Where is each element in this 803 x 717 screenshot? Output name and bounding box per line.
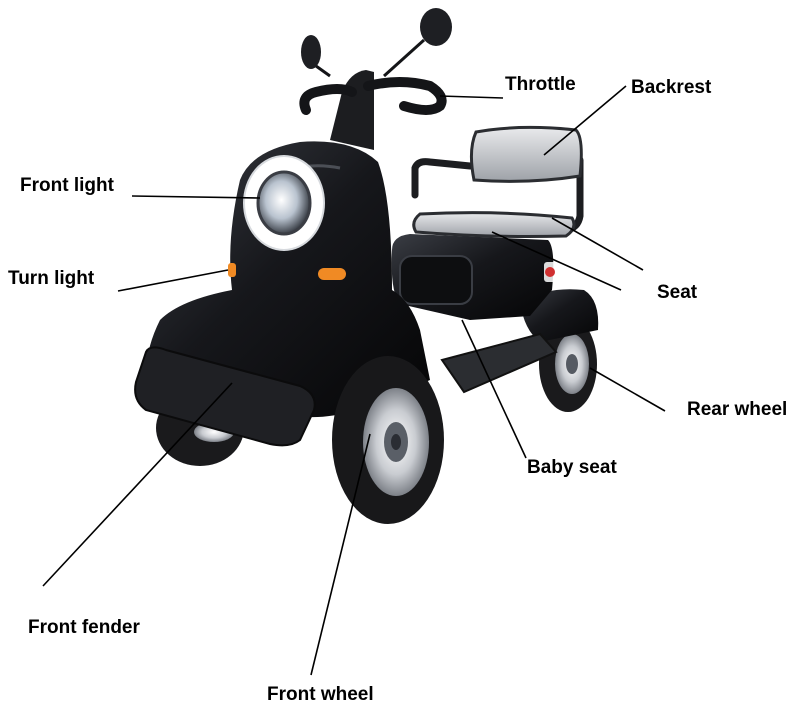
leader-line-baby-seat <box>461 319 527 459</box>
steering-column-part <box>330 70 374 150</box>
front-body-part <box>146 141 430 418</box>
handlebar-part <box>299 8 452 115</box>
label-throttle: Throttle <box>505 74 576 95</box>
leader-lines <box>42 85 666 676</box>
front-wheel-right-part <box>332 356 444 524</box>
leader-line-front-wheel <box>310 433 371 676</box>
label-baby-seat: Baby seat <box>527 457 617 478</box>
label-turn-light: Turn light <box>8 268 95 289</box>
seat-part <box>412 211 576 238</box>
leader-line-throttle <box>439 95 504 99</box>
label-backrest: Backrest <box>631 77 712 98</box>
leader-line-front-fender <box>42 382 233 587</box>
front-light-part <box>243 155 325 251</box>
front-fender-part <box>134 346 316 447</box>
leader-line-rear-wheel <box>589 367 666 412</box>
label-seat: Seat <box>657 282 698 303</box>
label-rear-wheel: Rear wheel <box>687 399 788 420</box>
turn-light-left-part <box>228 263 236 277</box>
leader-line-backrest <box>543 85 627 156</box>
leader-line-seat-1 <box>551 217 644 271</box>
rear-wheel-part <box>539 316 597 412</box>
label-front-light: Front light <box>20 175 114 196</box>
label-front-wheel: Front wheel <box>267 684 374 705</box>
leader-line-front-light <box>131 195 261 199</box>
leader-line-seat-2 <box>491 231 622 291</box>
label-front-fender: Front fender <box>28 617 140 638</box>
leader-line-turn-light <box>117 269 229 292</box>
turn-light-right-part <box>318 268 346 280</box>
footboard-part <box>440 332 558 394</box>
